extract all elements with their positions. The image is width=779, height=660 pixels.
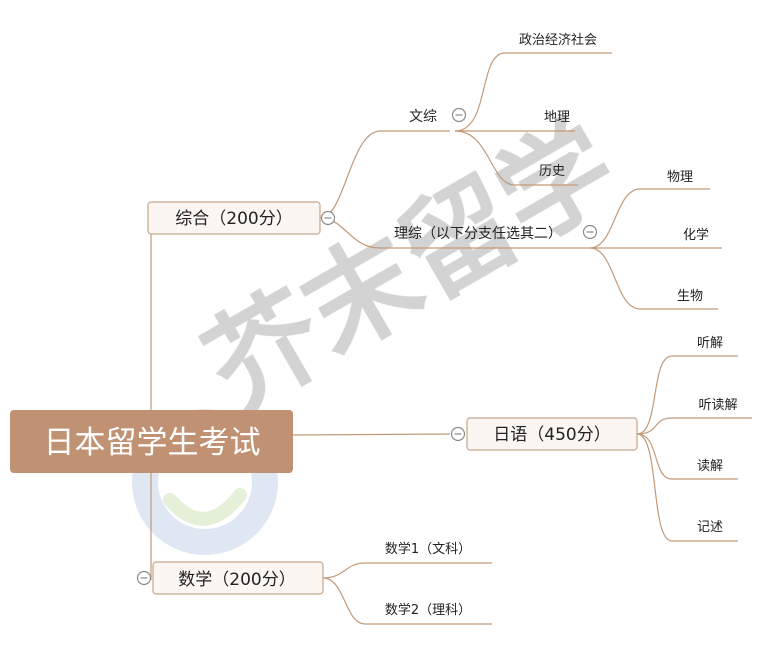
leaf-shengwu[interactable]: 生物 [677, 289, 703, 304]
node-wenzong[interactable]: 文综 [409, 109, 437, 125]
branch-riyu[interactable]: 日语（450分） [466, 417, 638, 451]
riyu-label: 日语（450分） [493, 425, 610, 445]
wenzong-collapse-button[interactable] [451, 107, 467, 123]
shuxue-collapse-button[interactable] [136, 570, 152, 586]
leaf-huaxue[interactable]: 化学 [683, 227, 709, 243]
leaf-shuxue2[interactable]: 数学2（理科） [385, 602, 471, 618]
zonghe-label: 综合（200分） [175, 209, 292, 229]
node-lizong[interactable]: 理综（以下分支任选其二） [394, 226, 562, 242]
leaf-tingdujie[interactable]: 听读解 [698, 398, 737, 413]
watermark-logo-smile [163, 488, 247, 526]
leaf-tingjie[interactable]: 听解 [697, 336, 723, 351]
leaf-shuxue1[interactable]: 数学1（文科） [385, 541, 471, 557]
root-node[interactable]: 日本留学生考试 [10, 410, 293, 473]
leaf-dili[interactable]: 地理 [544, 110, 570, 125]
leaf-wuli[interactable]: 物理 [667, 170, 693, 185]
shuxue-box [152, 561, 324, 595]
zonghe-collapse-button[interactable] [320, 210, 336, 226]
shuxue-label: 数学（200分） [178, 570, 295, 590]
leaf-lishi[interactable]: 历史 [539, 164, 565, 179]
branch-zonghe[interactable]: 综合（200分） [147, 201, 321, 235]
lizong-collapse-button[interactable] [582, 224, 598, 240]
leaf-zhengzhi[interactable]: 政治经济社会 [519, 32, 597, 48]
riyu-box [466, 417, 638, 451]
branch-shuxue[interactable]: 数学（200分） [152, 561, 324, 595]
leaf-jishu[interactable]: 记述 [697, 520, 723, 535]
root-label: 日本留学生考试 [44, 425, 261, 461]
watermark-text: 芥末留学 [185, 99, 638, 436]
lizong-label: 理综（以下分支任选其二） [394, 226, 562, 242]
connector-lines [147, 52, 752, 625]
root-node-box [10, 410, 293, 473]
zonghe-box [147, 201, 321, 235]
leaf-dujie[interactable]: 读解 [697, 459, 723, 474]
wenzong-label: 文综 [409, 109, 437, 125]
riyu-collapse-button[interactable] [450, 426, 466, 442]
